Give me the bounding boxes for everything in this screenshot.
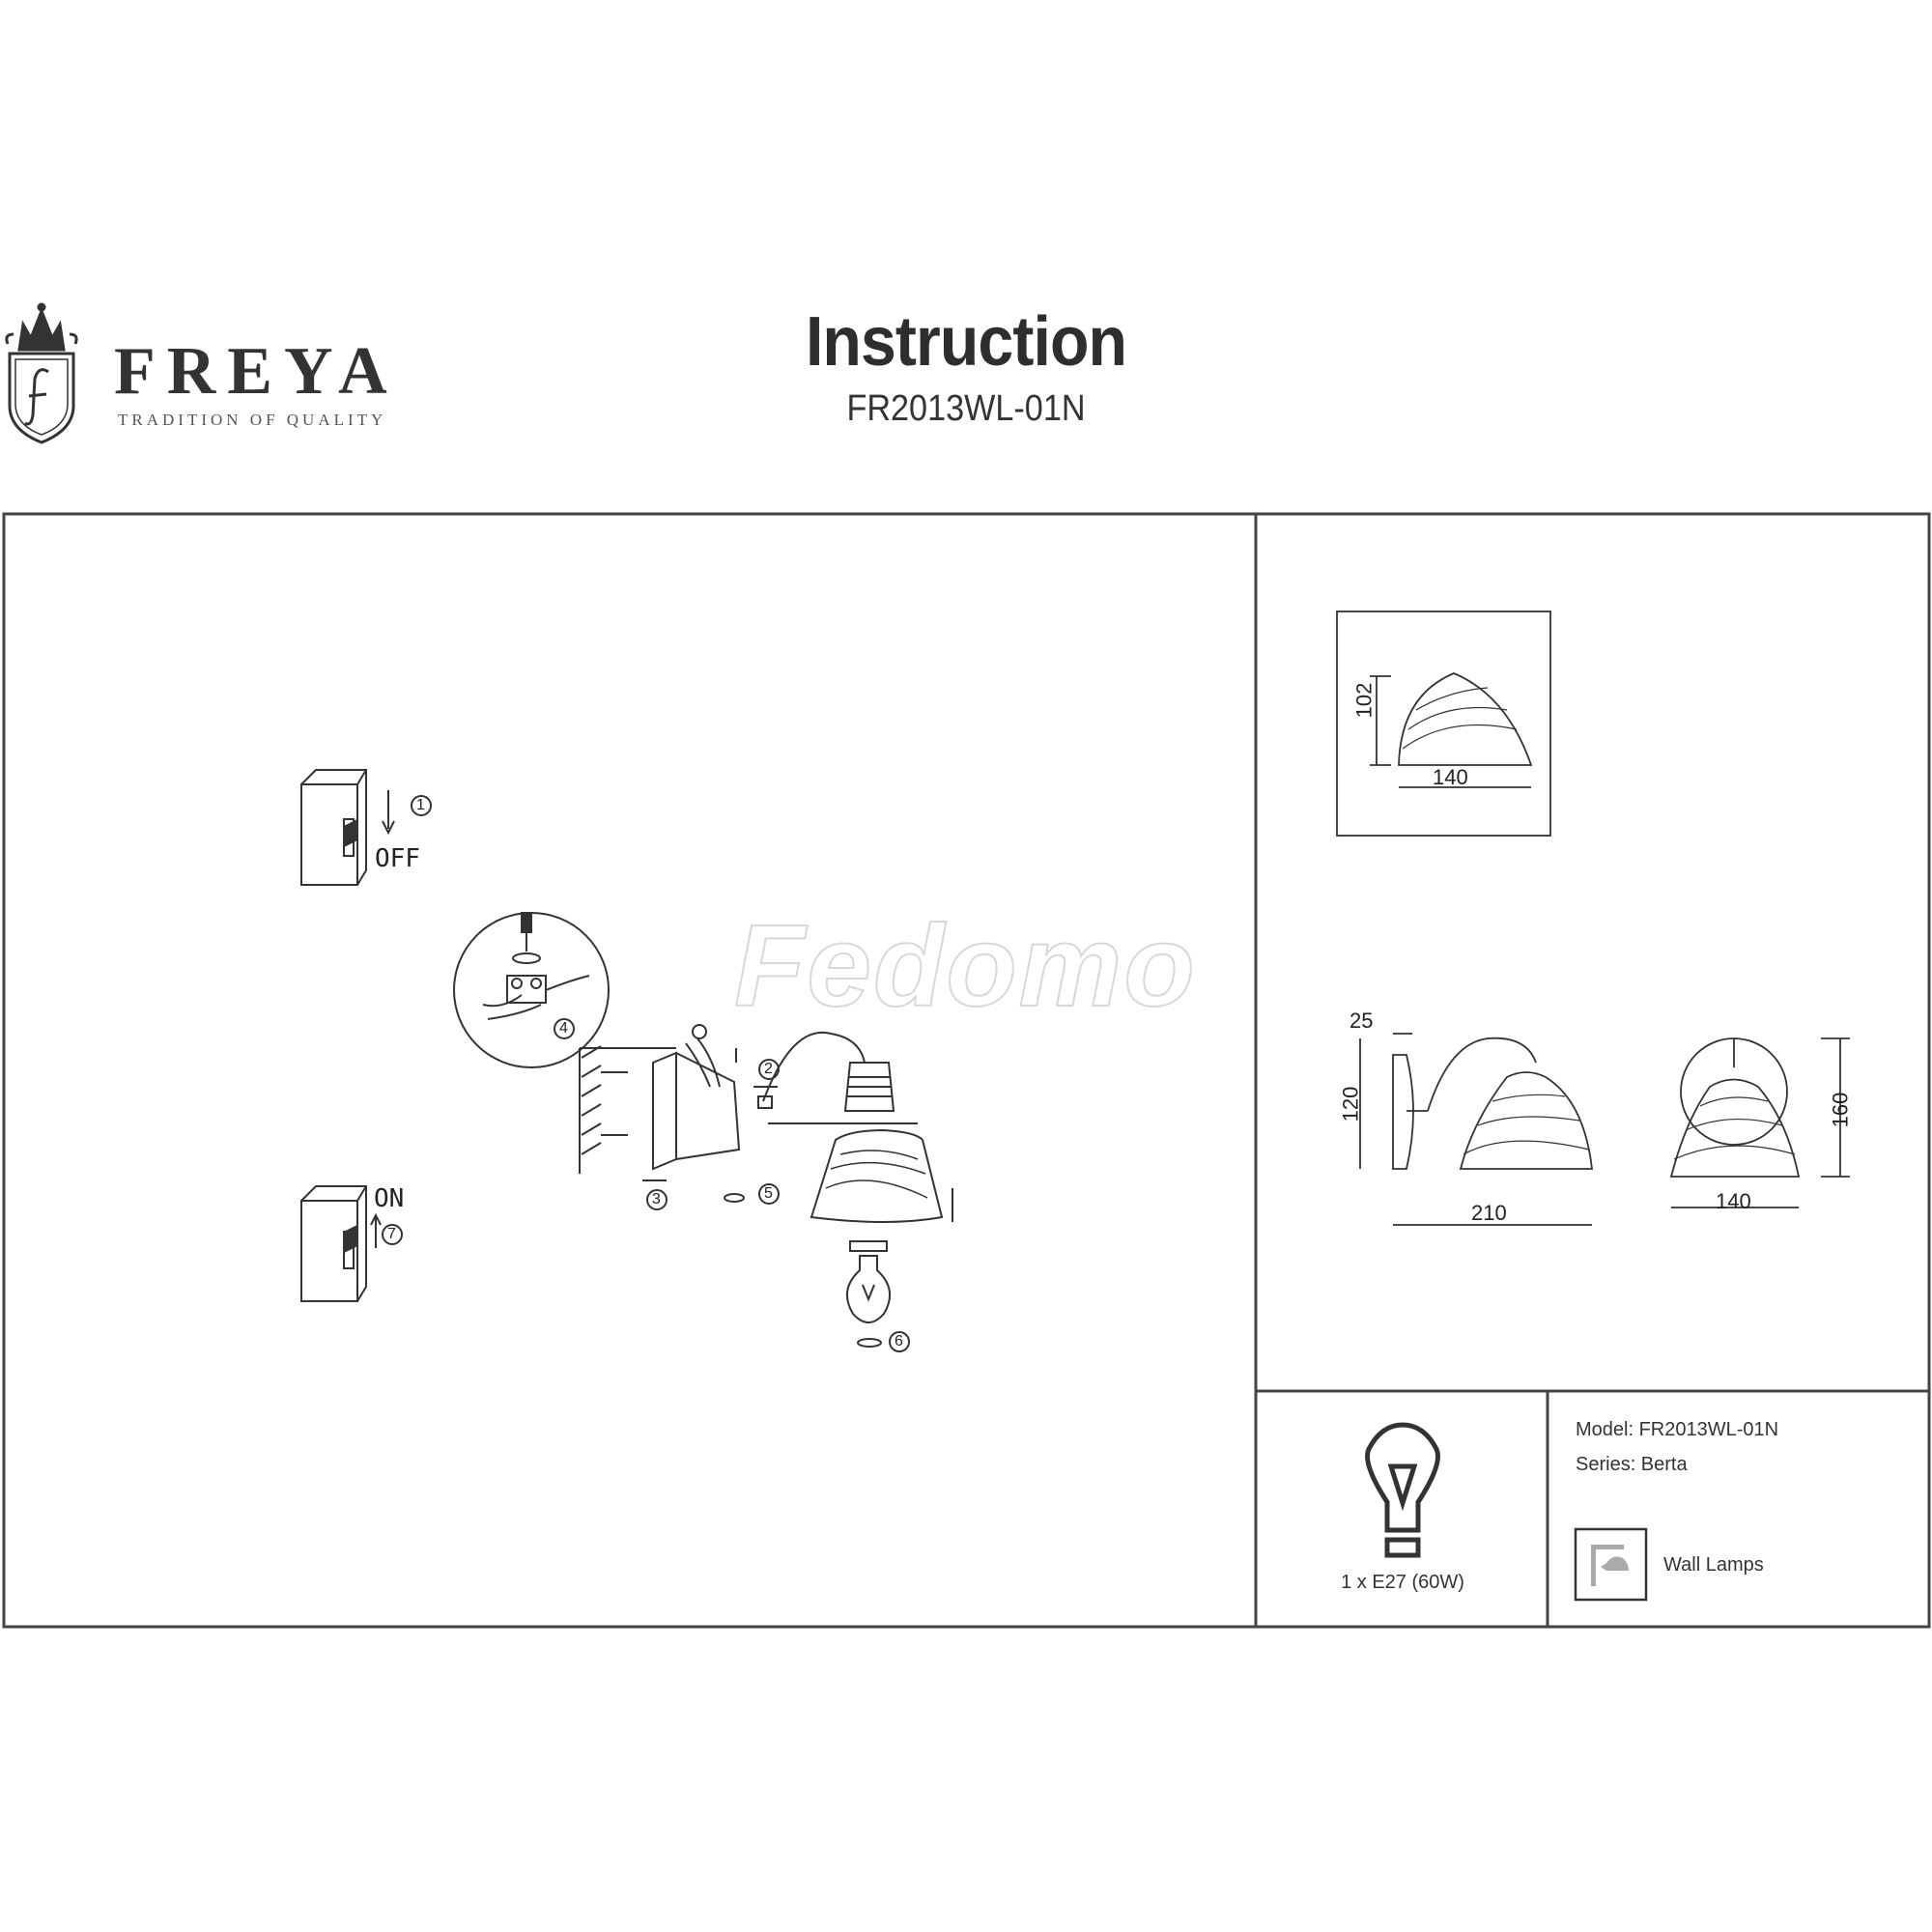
side-height-dimension: 120 bbox=[1338, 1086, 1363, 1122]
front-width-dimension: 140 bbox=[1716, 1189, 1751, 1213]
step-5: 5 bbox=[764, 1185, 773, 1202]
switch-off-illustration bbox=[300, 769, 432, 886]
page-title: Instruction bbox=[805, 303, 1127, 381]
model-info: Model: FR2013WL-01N bbox=[1576, 1419, 1779, 1440]
category-label: Wall Lamps bbox=[1663, 1554, 1764, 1576]
step-3: 3 bbox=[652, 1191, 661, 1208]
series-info: Series: Berta bbox=[1576, 1454, 1688, 1475]
switch-on-illustration bbox=[300, 1185, 403, 1302]
bulb-icon bbox=[1365, 1422, 1440, 1558]
switch-on-label: ON bbox=[374, 1184, 405, 1213]
shade-height-dimension: 102 bbox=[1351, 682, 1377, 719]
step-1: 1 bbox=[416, 797, 425, 813]
step-2: 2 bbox=[764, 1061, 773, 1077]
plate-depth-dimension: 25 bbox=[1350, 1009, 1374, 1033]
dimension-drawings bbox=[1336, 611, 1850, 1226]
front-height-dimension: 160 bbox=[1828, 1092, 1853, 1128]
bulb-spec: 1 x E27 (60W) bbox=[1341, 1572, 1464, 1593]
step-6: 6 bbox=[895, 1333, 903, 1350]
freya-logo-crest bbox=[5, 302, 78, 444]
length-dimension: 210 bbox=[1471, 1201, 1507, 1225]
frame bbox=[2, 512, 1931, 1629]
watermark: Fedomo bbox=[733, 901, 1197, 1031]
assembly-diagram bbox=[453, 912, 953, 1352]
wall-lamp-category-icon bbox=[1574, 1527, 1648, 1602]
brand-tagline: TRADITION OF QUALITY bbox=[118, 411, 387, 429]
brand-name: FREYA bbox=[114, 334, 399, 409]
model-code: FR2013WL-01N bbox=[846, 388, 1086, 429]
step-7: 7 bbox=[387, 1226, 396, 1242]
switch-off-label: OFF bbox=[375, 844, 420, 873]
shade-width-dimension: 140 bbox=[1433, 765, 1468, 789]
step-4: 4 bbox=[559, 1020, 568, 1037]
